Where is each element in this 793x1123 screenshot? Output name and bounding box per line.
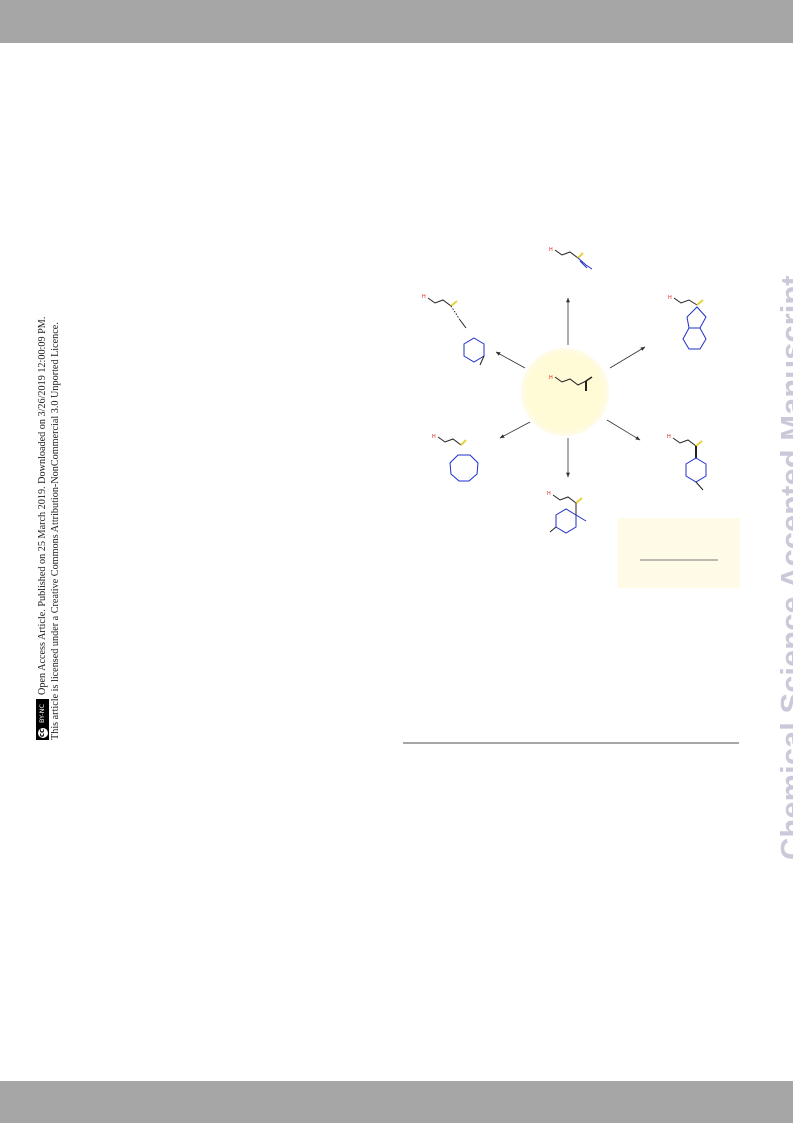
product-vinyl: [554, 249, 593, 270]
cc-icon: cc: [37, 728, 48, 738]
product-top-left-heteroatom: H: [422, 294, 426, 300]
arrow-top-right: [609, 346, 646, 369]
product-indene: [673, 297, 707, 350]
reaction-scheme: H H H H H: [422, 247, 740, 588]
product-tolyl-right: [672, 437, 707, 491]
central-substrate: [554, 376, 593, 391]
product-top-heteroatom: H: [549, 247, 553, 253]
conditions-box: [618, 518, 740, 588]
substrate-heteroatom: H: [549, 375, 553, 381]
cc-badge-label: BY-NC: [38, 703, 46, 723]
product-aryl-alkene: [549, 494, 587, 534]
substrate-highlight-circle: [521, 348, 609, 436]
product-bottom-heteroatom: H: [547, 491, 551, 497]
product-bottom-right-heteroatom: H: [667, 434, 671, 440]
arrow-top-left: [495, 351, 526, 369]
bottom-banner: [0, 1081, 793, 1123]
cc-license-badge[interactable]: cc BY-NC: [36, 698, 49, 740]
notice-line-1: cc BY-NC Open Access Article. Published …: [36, 317, 49, 740]
notice-line-2: This article is licensed under a Creativ…: [49, 317, 62, 740]
reaction-arrows: [495, 297, 646, 478]
figure-divider: [403, 742, 739, 744]
product-bottom-left-heteroatom: H: [432, 434, 436, 440]
product-cycloheptatriene: [437, 436, 479, 482]
licence-link[interactable]: This article is licensed under a Creativ…: [50, 322, 61, 740]
product-aryl-amine: [427, 297, 485, 366]
open-access-text: Open Access Article. Published on 25 Mar…: [37, 316, 48, 695]
top-banner: [0, 0, 793, 43]
arrow-bottom-right: [606, 419, 641, 441]
arrow-bottom-left: [499, 421, 531, 439]
watermark-text: Chemical Science Accepted Manuscript: [774, 275, 793, 860]
product-top-right-heteroatom: H: [668, 295, 672, 301]
